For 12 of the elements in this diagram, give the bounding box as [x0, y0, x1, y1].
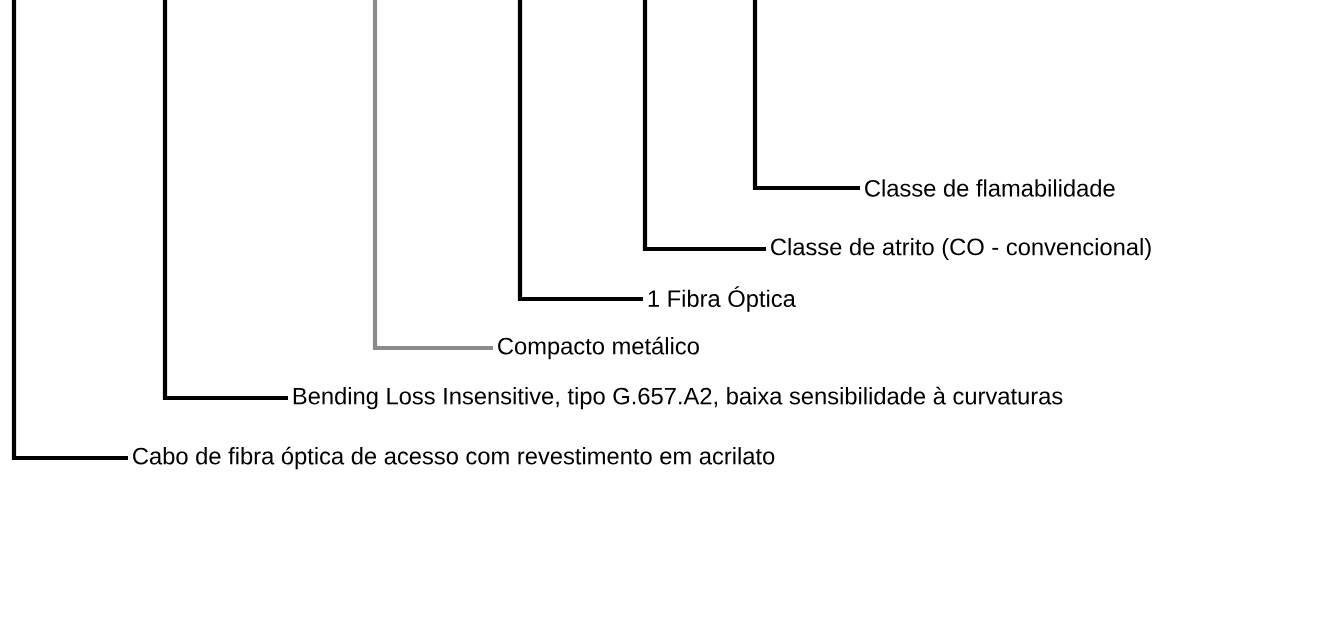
- annotation-text: Cabo de fibra óptica de acesso com revestimento em acrilato: [133, 446, 775, 470]
- leader-line: [11, 0, 128, 461]
- annotation-text: Classe de atrito (CO - convencional): [771, 237, 1151, 261]
- annotation-text: Compacto metálico: [498, 336, 699, 360]
- annotation-text: Bending Loss Insensitive, tipo G.657.A2, baixa sensibilidade à curvaturas: [293, 386, 1063, 410]
- leader-line: [372, 0, 493, 351]
- leader-line: [162, 0, 288, 401]
- annotation-text: Classe de flamabilidade: [865, 179, 1115, 197]
- leader-line: [752, 0, 860, 191]
- leader-line: [642, 0, 766, 252]
- annotation-text: 1 Fibra Óptica: [648, 286, 796, 312]
- leader-line: [517, 0, 643, 302]
